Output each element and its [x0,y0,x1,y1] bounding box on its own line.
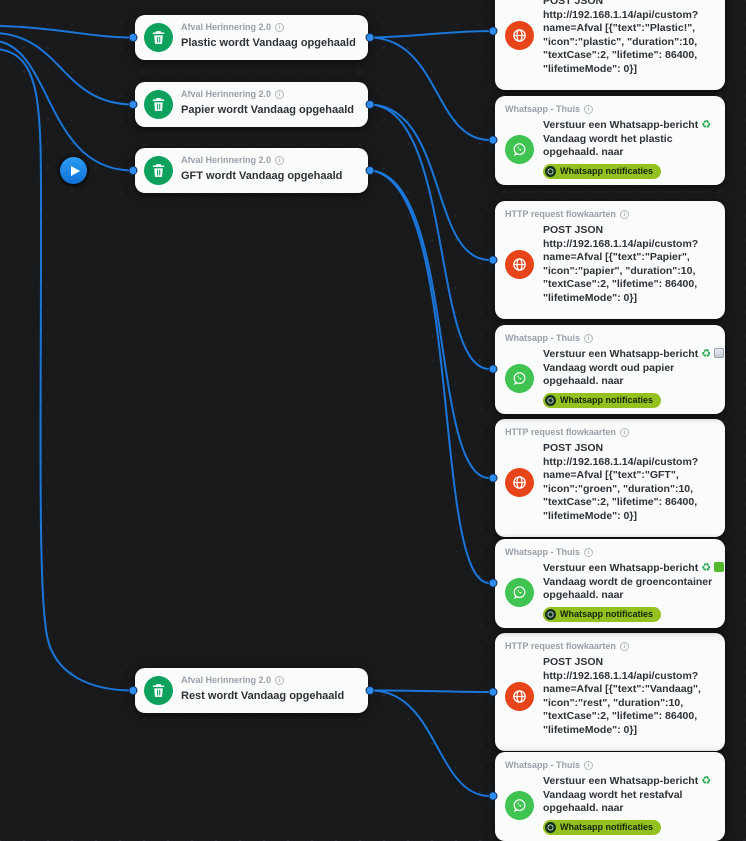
whatsapp-chat-tag[interactable]: Whatsapp notificaties [543,392,662,408]
trigger-card-rest[interactable]: Afval Herinnering 2.0 Rest wordt Vandaag… [135,668,368,713]
wa-line2: Vandaag wordt het plastic [543,132,673,145]
info-icon[interactable] [275,676,285,685]
recycle-icon: ♻ [701,775,712,787]
whatsapp-icon [505,363,534,393]
play-icon [60,157,87,184]
trigger-card-papier[interactable]: Afval Herinnering 2.0 Papier wordt Vanda… [135,82,368,127]
globe-icon [505,250,534,279]
app-name: Afval Herinnering 2.0 [181,155,272,165]
http-body: POST JSON http://192.168.1.14/api/custom… [543,442,699,522]
whatsapp-card-papier[interactable]: Whatsapp - Thuis Verstuur een Whatsapp-b… [495,325,725,414]
whatsapp-chat-tag[interactable]: Whatsapp notificaties [543,606,662,622]
whatsapp-badge-icon [545,821,556,833]
wa-line1: Verstuur een Whatsapp-bericht [543,562,699,574]
whatsapp-icon [505,577,534,607]
wa-line3: opgehaald. naar [543,375,624,387]
trigger-title: Rest wordt Vandaag opgehaald [181,690,345,702]
info-icon[interactable] [275,156,285,165]
app-name: Whatsapp - Thuis [505,333,580,343]
whatsapp-badge-icon [545,608,556,620]
wa-line3: opgehaald. naar [543,802,624,814]
recycle-icon: ♻ [701,562,712,574]
whatsapp-badge-icon [545,394,556,406]
globe-icon [505,21,534,50]
trash-icon [144,676,173,705]
info-icon[interactable] [275,23,285,32]
info-icon[interactable] [619,210,629,219]
http-card-gft[interactable]: HTTP request flowkaarten POST JSON http:… [495,419,725,537]
wa-line1: Verstuur een Whatsapp-bericht [543,775,699,787]
info-icon[interactable] [619,642,629,651]
trash-icon [144,156,173,185]
badge-label: Whatsapp notificaties [560,394,654,405]
trigger-title: Papier wordt Vandaag opgehaald [181,104,354,116]
wa-line2: Vandaag wordt het restafval [543,788,683,801]
http-card-papier[interactable]: HTTP request flowkaarten POST JSON http:… [495,201,725,319]
badge-label: Whatsapp notificaties [560,821,654,832]
trigger-title: Plastic wordt Vandaag opgehaald [181,37,356,49]
app-name: Afval Herinnering 2.0 [181,22,272,32]
http-body: POST JSON http://192.168.1.14/api/custom… [543,0,699,75]
http-body: POST JSON http://192.168.1.14/api/custom… [543,656,701,736]
app-name: HTTP request flowkaarten [505,209,616,219]
trash-icon [144,23,173,52]
info-icon[interactable] [584,334,593,343]
app-name: Whatsapp - Thuis [505,547,580,557]
info-icon[interactable] [584,548,593,557]
badge-label: Whatsapp notificaties [560,608,654,619]
trigger-title: GFT wordt Vandaag opgehaald [181,170,343,182]
green-square-icon [714,562,725,572]
whatsapp-card-plastic[interactable]: Whatsapp - Thuis Verstuur een Whatsapp-b… [495,96,725,185]
wa-line1: Verstuur een Whatsapp-bericht [543,348,699,360]
app-name: HTTP request flowkaarten [505,427,616,437]
app-name: Whatsapp - Thuis [505,104,580,114]
wa-line2: Vandaag wordt oud papier [543,361,675,374]
app-name: Afval Herinnering 2.0 [181,89,272,99]
info-icon[interactable] [584,105,593,114]
app-name: Whatsapp - Thuis [505,760,580,770]
whatsapp-icon [505,790,534,820]
globe-icon [505,682,534,711]
newspaper-icon [714,348,725,358]
info-icon[interactable] [619,428,629,437]
whatsapp-badge-icon [545,165,556,177]
trash-icon [144,90,173,119]
test-play-button[interactable] [57,154,90,187]
http-card-rest[interactable]: HTTP request flowkaarten POST JSON http:… [495,633,725,751]
http-card-plastic[interactable]: HTTP request flowkaarten POST JSON http:… [495,0,725,90]
app-name: HTTP request flowkaarten [505,641,616,651]
trigger-card-gft[interactable]: Afval Herinnering 2.0 GFT wordt Vandaag … [135,148,368,193]
recycle-icon: ♻ [701,348,712,360]
wa-line3: opgehaald. naar [543,146,624,158]
whatsapp-card-rest[interactable]: Whatsapp - Thuis Verstuur een Whatsapp-b… [495,752,725,841]
app-name: Afval Herinnering 2.0 [181,675,272,685]
whatsapp-icon [505,134,534,164]
badge-label: Whatsapp notificaties [560,165,654,176]
wa-line2: Vandaag wordt de groencontainer [543,575,713,588]
globe-icon [505,468,534,497]
whatsapp-chat-tag[interactable]: Whatsapp notificaties [543,163,662,179]
info-icon[interactable] [584,761,593,770]
recycle-icon: ♻ [701,119,712,131]
http-body: POST JSON http://192.168.1.14/api/custom… [543,224,699,304]
info-icon[interactable] [275,90,285,99]
trigger-card-plastic[interactable]: Afval Herinnering 2.0 Plastic wordt Vand… [135,15,368,60]
wa-line3: opgehaald. naar [543,589,624,601]
wa-line1: Verstuur een Whatsapp-bericht [543,119,699,131]
whatsapp-card-gft[interactable]: Whatsapp - Thuis Verstuur een Whatsapp-b… [495,539,725,628]
